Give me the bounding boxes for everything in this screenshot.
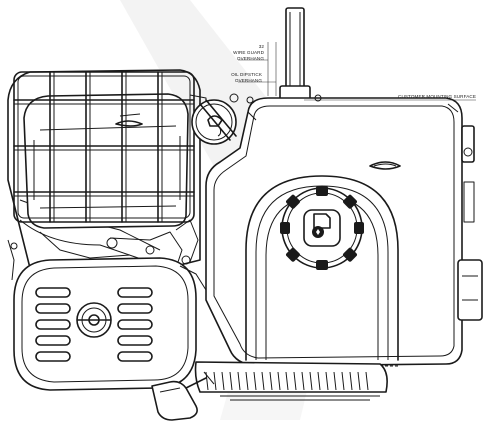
- recoil-starter-handle: [151, 371, 215, 421]
- customer-mounting-surface-label: CUSTOMER MOUNTING SURFACE: [398, 94, 476, 99]
- oil-dipstick-overhang-label-2: OVERHANG: [235, 78, 262, 83]
- brand-logo: [369, 161, 401, 170]
- wire-guard: [13, 71, 195, 223]
- fuel-cap: [280, 186, 364, 270]
- starter-fan-housing: [194, 361, 388, 401]
- oil-dipstick-overhang-label: OIL DIPSTICK: [231, 72, 263, 77]
- wire-guard-overhang-label-2: OVERHANG: [237, 56, 264, 61]
- muffler-cover: [13, 257, 197, 391]
- throttle-control-bracket: [457, 125, 483, 321]
- wire-guard-dimension-value: 32: [259, 44, 265, 49]
- oil-dipstick-cap: [191, 99, 237, 145]
- engine-hardware: [7, 93, 322, 291]
- wire-guard-overhang-label: WIRE GUARD: [233, 50, 264, 55]
- air-cleaner-housing: [23, 93, 189, 229]
- exhaust-stack: [279, 7, 311, 101]
- dimension-callouts: 32 WIRE GUARD OVERHANG OIL DIPSTICK OVER…: [231, 42, 476, 101]
